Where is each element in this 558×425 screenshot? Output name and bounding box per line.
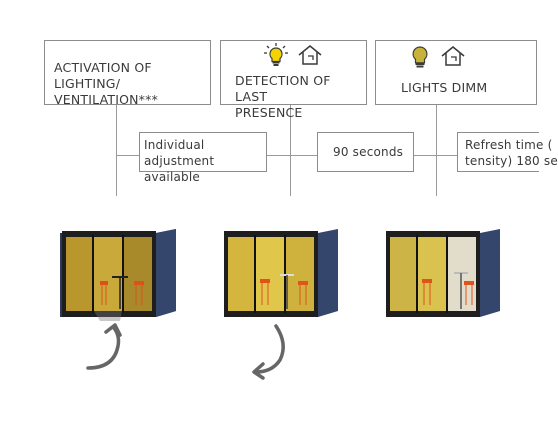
setting-label: available	[144, 170, 200, 184]
setting-label: Individual adjustment	[144, 138, 215, 168]
setting-box-adjustment: Individual adjustment available	[139, 132, 267, 184]
connector-line	[436, 104, 437, 196]
mode-label: PRESENCE	[235, 105, 303, 120]
curved-arrow-icon	[86, 323, 122, 370]
house-outline-icon	[298, 45, 322, 65]
mode-box-activation: ACTIVATION OF LIGHTING/ VENTILATION***	[44, 40, 211, 107]
mode-label: ACTIVATION OF LIGHTING/	[54, 60, 152, 91]
booth-pod-illustration	[224, 229, 338, 317]
mode-box-last-presence: DETECTION OF LAST PRESENCE	[220, 40, 367, 120]
bulb-on-icon	[264, 43, 288, 66]
setting-box-duration: 90 seconds	[317, 132, 414, 172]
connector-line	[116, 104, 117, 196]
bulb-dim-icon	[412, 46, 428, 68]
house-outline-icon	[441, 46, 465, 66]
booth-pod-illustration	[60, 229, 176, 321]
mode-box-lights-dimm: LIGHTS DIMM	[375, 40, 537, 105]
setting-label: tensity) 180 se	[465, 154, 558, 168]
setting-box-refresh: Refresh time ( tensity) 180 se	[457, 132, 558, 172]
setting-label: Refresh time (	[465, 138, 553, 152]
setting-label: 90 seconds	[333, 145, 404, 159]
connector-line	[290, 104, 291, 196]
mode-label: LIGHTS DIMM	[401, 80, 488, 95]
curved-arrow-icon	[252, 324, 285, 380]
mode-label: DETECTION OF LAST	[235, 73, 331, 104]
booth-pod-illustration	[386, 229, 500, 317]
mode-label: VENTILATION***	[54, 92, 159, 107]
